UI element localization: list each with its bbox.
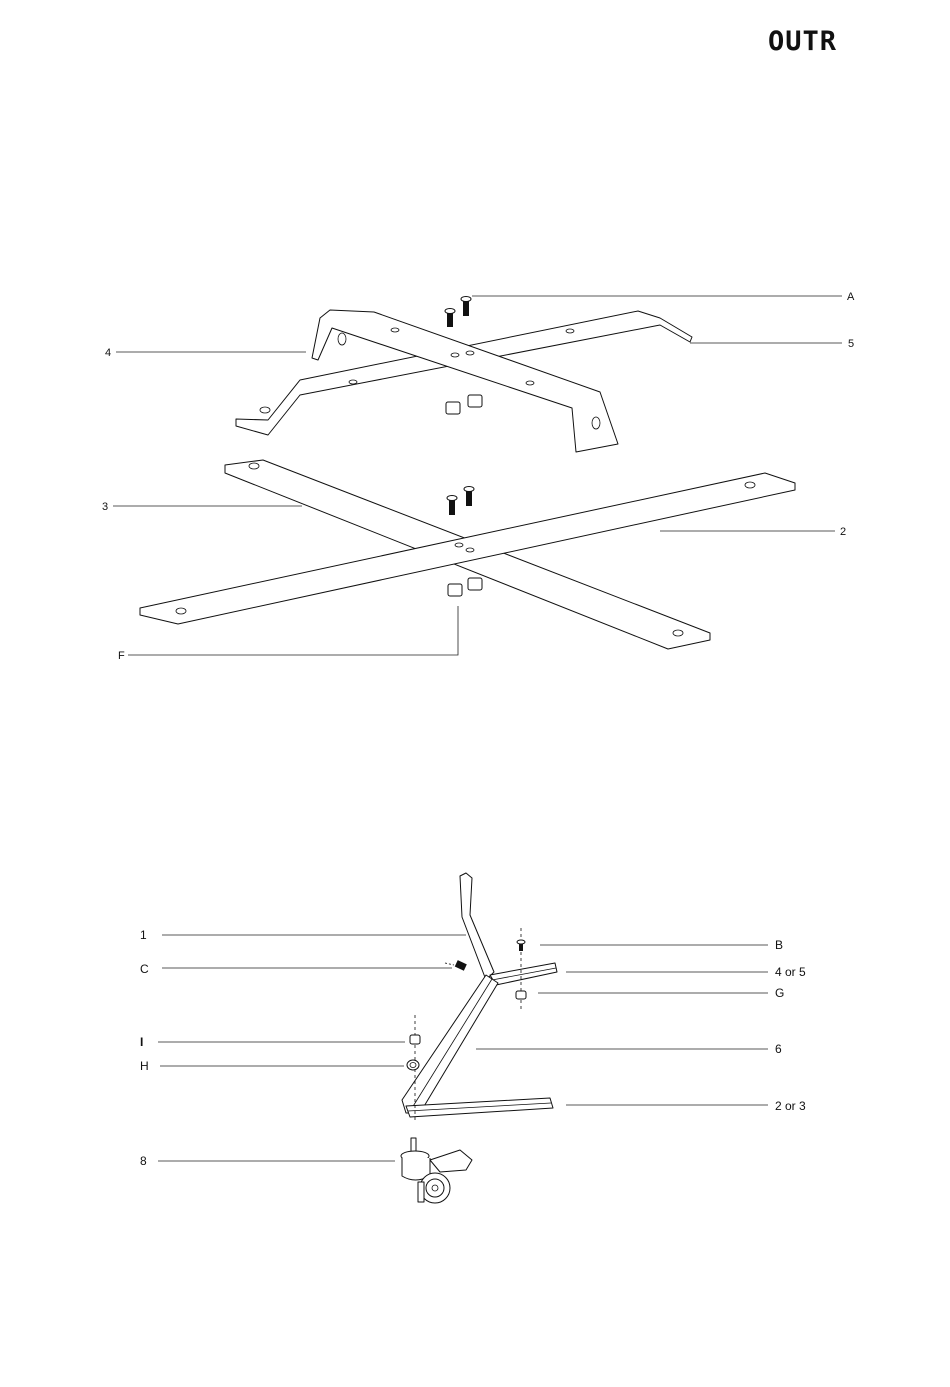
bolt-a-pair	[445, 297, 471, 328]
label-part-5: 5	[848, 338, 854, 350]
part-5-bracket	[236, 311, 692, 435]
part-4or5-arm	[490, 963, 557, 985]
label-part-4or5: 4 or 5	[775, 965, 806, 979]
bolt-pair-lower	[447, 487, 474, 516]
label-part-2: 2	[840, 526, 846, 538]
bottom-exploded-view: 1 B C 4 or 5 G I 6 H 2 or 3 8	[140, 873, 806, 1203]
label-g: G	[775, 986, 784, 1000]
washer-h	[407, 1060, 419, 1070]
label-c: C	[140, 962, 149, 976]
top-exploded-view: A 5 4 3 2 F	[102, 291, 855, 662]
label-part-1: 1	[140, 928, 147, 942]
label-part-8: 8	[140, 1154, 147, 1168]
nut-pair-f	[448, 578, 482, 596]
nut-pair-upper	[446, 395, 482, 414]
label-part-6: 6	[775, 1042, 782, 1056]
part-2or3-arm	[406, 1098, 553, 1117]
label-part-4: 4	[105, 347, 111, 359]
label-i: I	[140, 1035, 143, 1049]
nut-g	[516, 991, 526, 999]
label-h: H	[140, 1059, 149, 1073]
label-a: A	[847, 291, 855, 303]
label-part-3: 3	[102, 501, 108, 513]
label-b: B	[775, 938, 783, 952]
label-f: F	[118, 650, 125, 662]
label-part-2or3: 2 or 3	[775, 1099, 806, 1113]
screw-c	[445, 960, 467, 971]
caster-wheel	[401, 1138, 472, 1203]
